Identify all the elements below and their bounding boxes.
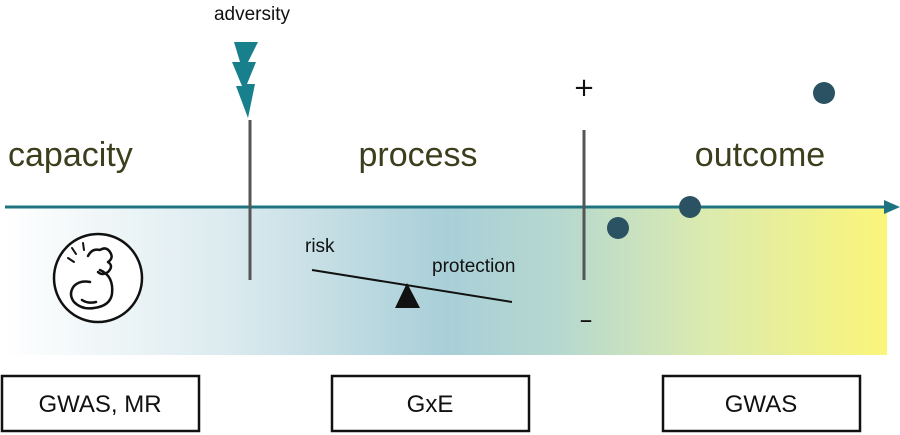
minus-sign: – <box>580 305 593 335</box>
risk-label: risk <box>305 236 335 257</box>
adversity-label: adversity <box>214 4 291 25</box>
method-box-left: GWAS, MR <box>0 374 201 433</box>
gradient-band <box>5 207 887 355</box>
method-box-left-label: GWAS, MR <box>38 391 161 418</box>
outcome-dot <box>607 217 629 239</box>
process-label: process <box>358 136 477 174</box>
method-box-middle-label: GxE <box>407 391 454 418</box>
outcome-label: outcome <box>695 136 825 174</box>
timeline-axis <box>5 200 900 214</box>
protection-label: protection <box>432 256 515 277</box>
flexed-arm-icon <box>52 232 144 324</box>
outcome-dot <box>813 82 835 104</box>
lightning-bolt-icon <box>232 42 258 118</box>
method-box-right-label: GWAS <box>725 391 797 418</box>
seesaw-balance-icon <box>311 269 513 308</box>
plus-sign: + <box>573 73 595 103</box>
method-box-middle: GxE <box>330 374 531 433</box>
outcome-dot <box>679 196 701 218</box>
capacity-label: capacity <box>8 136 133 174</box>
method-box-right: GWAS <box>661 374 862 433</box>
